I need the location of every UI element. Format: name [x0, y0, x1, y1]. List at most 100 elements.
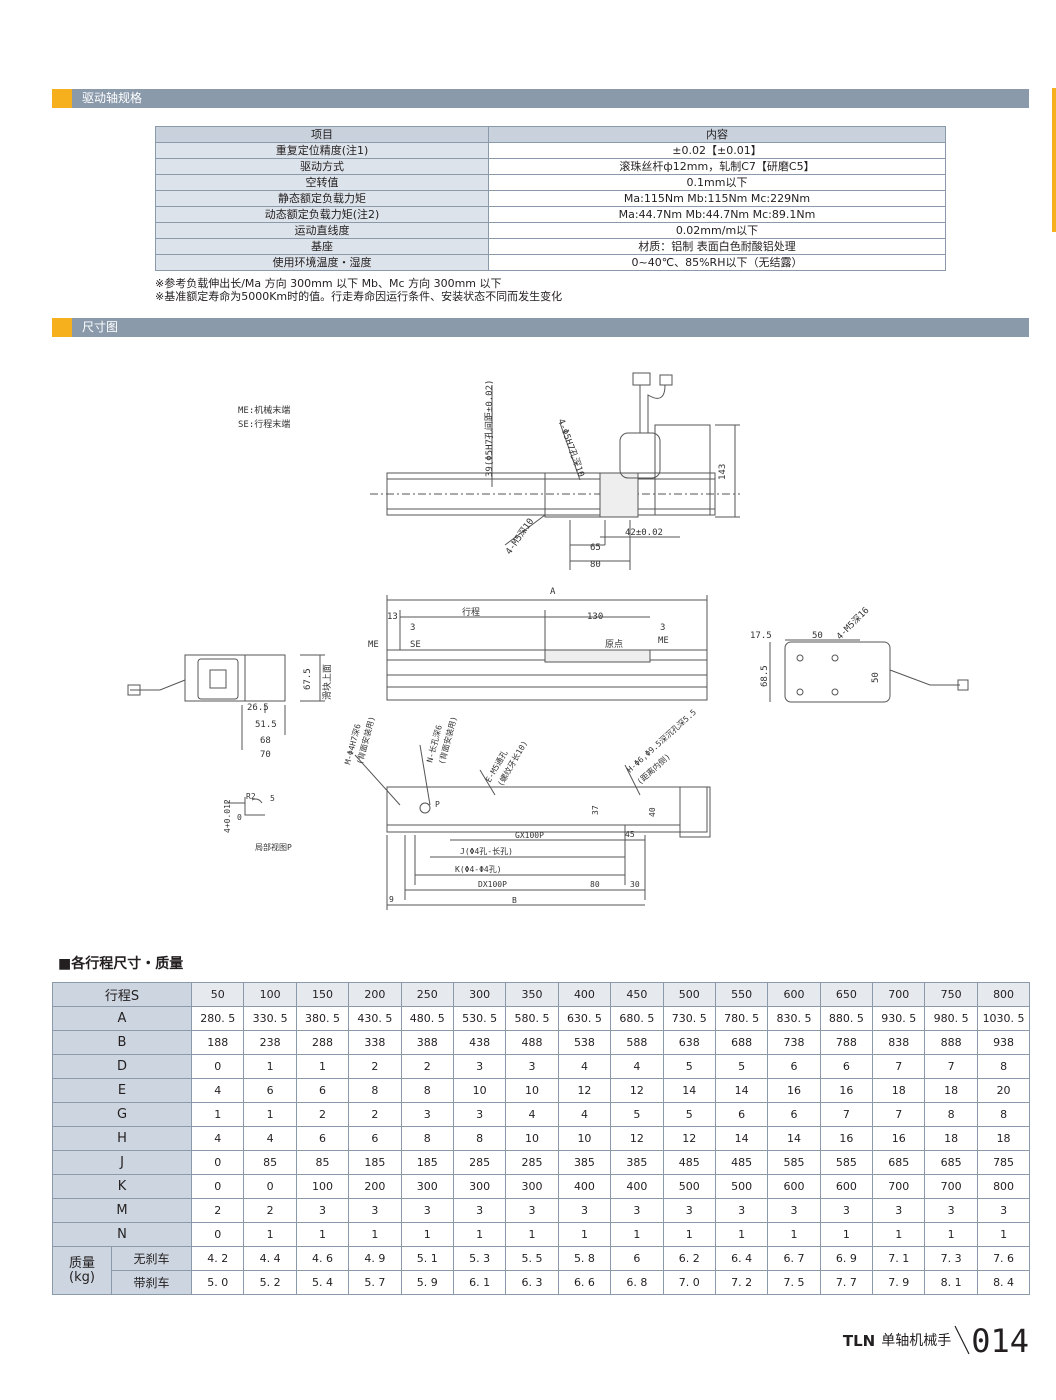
table-cell: 300 [452, 1174, 507, 1199]
section-accent [52, 318, 72, 337]
table-cell: 980. 5 [924, 1006, 978, 1031]
table-cell: 1 [662, 1222, 716, 1247]
table-cell: 6. 9 [819, 1246, 874, 1271]
table-cell: 4. 4 [243, 1246, 297, 1271]
table-cell: 438 [452, 1030, 507, 1055]
table-cell: 8 [976, 1054, 1031, 1079]
table-cell: 8 [452, 1126, 507, 1151]
label-3b: 3 [660, 623, 665, 633]
table-cell: 680. 5 [610, 1006, 664, 1031]
spec-row: 驱动方式滚珠丝杆ф12mm，轧制C7【研磨C5】 [155, 158, 946, 175]
label-gx: GX100P [515, 831, 544, 840]
table-cell: 1 [348, 1222, 402, 1247]
stroke-value: 100 [243, 982, 297, 1007]
table-cell: 738 [767, 1030, 821, 1055]
top-view-motor-flange [654, 424, 711, 516]
label-slider-top: 滑块上面 [321, 664, 333, 700]
table-cell: 3 [767, 1198, 821, 1223]
table-cell: 780. 5 [714, 1006, 769, 1031]
label-17-5: 17.5 [750, 631, 772, 641]
row-label: G [51, 1102, 193, 1127]
table-cell: 3 [505, 1198, 559, 1223]
table-cell: 5. 1 [400, 1246, 454, 1271]
stroke-value: 750 [924, 982, 978, 1007]
table-cell: 2 [191, 1198, 245, 1223]
table-cell: 1 [505, 1222, 559, 1247]
table-cell: 888 [924, 1030, 978, 1055]
row-label: A [51, 1006, 193, 1031]
table-cell: 8 [400, 1078, 454, 1103]
table-cell: 838 [872, 1030, 926, 1055]
table-cell: 3 [610, 1198, 664, 1223]
table-cell: 3 [400, 1198, 454, 1223]
table-cell: 1 [557, 1222, 612, 1247]
row-label: K [51, 1174, 193, 1199]
table-cell: 2 [243, 1198, 297, 1223]
label-3a: 3 [410, 623, 415, 633]
table-cell: 7 [924, 1054, 978, 1079]
spec-item: 动态额定负载力矩(注2) [155, 206, 489, 223]
table-cell: 14 [714, 1126, 769, 1151]
table-cell: 338 [348, 1030, 402, 1055]
table-cell: 3 [872, 1198, 926, 1223]
right-end-view [784, 641, 891, 703]
stroke-value: 300 [452, 982, 507, 1007]
table-cell: 1 [295, 1222, 350, 1247]
table-cell: 7. 6 [976, 1246, 1031, 1271]
stroke-value: 550 [714, 982, 769, 1007]
table-cell: 1 [295, 1054, 350, 1079]
table-cell: 600 [767, 1174, 821, 1199]
label-tol0: 0 [237, 813, 242, 822]
table-cell: 16 [819, 1126, 874, 1151]
dimension-drawing: ME:机械末端 SE:行程末端 39(Φ5H7孔间距±0.02) 4-Φ5H7孔… [127, 372, 969, 910]
label-67-5: 67.5 [303, 668, 313, 690]
table-cell: 6 [295, 1126, 350, 1151]
table-cell: 330. 5 [243, 1006, 297, 1031]
table-cell: 6. 7 [767, 1246, 821, 1271]
stroke-value: 50 [191, 982, 245, 1007]
spec-item: 重复定位精度(注1) [155, 142, 489, 159]
table-cell: 6 [819, 1054, 874, 1079]
page-number: 014 [971, 1322, 1029, 1360]
label-13: 13 [387, 612, 398, 622]
stroke-value: 150 [295, 982, 350, 1007]
table-cell: 4 [610, 1054, 664, 1079]
table-cell: 3 [505, 1054, 559, 1079]
table-cell: 385 [557, 1150, 612, 1175]
table-cell: 5 [714, 1054, 769, 1079]
table-cell: 0 [243, 1174, 297, 1199]
label-80b: 80 [590, 880, 600, 889]
table-cell: 7. 5 [767, 1270, 821, 1295]
table-cell: 1 [452, 1222, 507, 1247]
table-cell: 1 [400, 1222, 454, 1247]
label-50a: 50 [812, 631, 823, 641]
table-cell: 585 [767, 1150, 821, 1175]
table-cell: 12 [610, 1078, 664, 1103]
stroke-value: 200 [348, 982, 402, 1007]
table-cell: 14 [767, 1126, 821, 1151]
table-cell: 3 [819, 1198, 874, 1223]
table-cell: 185 [400, 1150, 454, 1175]
table-cell: 638 [662, 1030, 716, 1055]
table-cell: 2 [348, 1102, 402, 1127]
table-cell: 1 [819, 1222, 874, 1247]
table-cell: 880. 5 [819, 1006, 874, 1031]
table-cell: 785 [976, 1150, 1031, 1175]
detail-caption: 局部视图P [255, 842, 292, 852]
table-cell: 580. 5 [505, 1006, 559, 1031]
table-cell: 4. 9 [348, 1246, 402, 1271]
table-cell: 18 [976, 1126, 1031, 1151]
table-cell: 18 [872, 1078, 926, 1103]
table-cell: 2 [400, 1054, 454, 1079]
table-cell: 600 [819, 1174, 874, 1199]
table-cell: 1 [610, 1222, 664, 1247]
spec-note-2: ※基准额定寿命为5000Km时的值。行走寿命因运行条件、安装状态不同而发生变化 [155, 290, 563, 303]
table-cell: 7. 0 [662, 1270, 716, 1295]
spec-item: 静态额定负载力矩 [155, 190, 489, 207]
table-cell: 7. 3 [924, 1246, 978, 1271]
